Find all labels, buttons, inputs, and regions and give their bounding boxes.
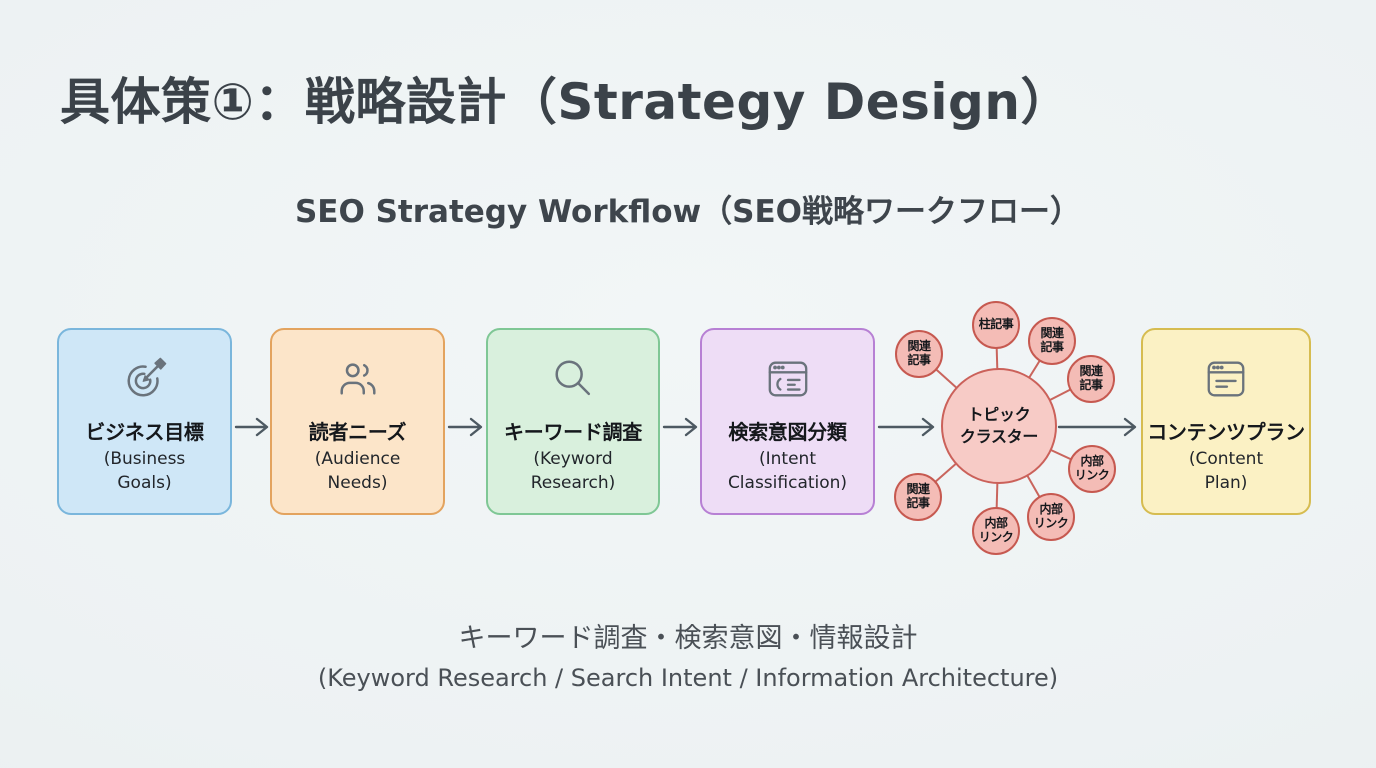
satellite-related-article: 関連 記事 bbox=[895, 330, 943, 378]
satellite-internal-link: 内部 リンク bbox=[1068, 445, 1116, 493]
flow-box-business-goals: ビジネス目標 (Business Goals) bbox=[57, 328, 232, 515]
satellite-internal-link: 内部 リンク bbox=[972, 507, 1020, 555]
flow-box-content-plan: コンテンツプラン (Content Plan) bbox=[1141, 328, 1311, 515]
topic-cluster-circle: トピック クラスター bbox=[941, 368, 1057, 484]
flow-box-audience-needs: 読者ニーズ (Audience Needs) bbox=[270, 328, 445, 515]
box-en-label: (Keyword Research) bbox=[530, 449, 616, 493]
box-en-label: (Audience Needs) bbox=[314, 449, 401, 493]
flow-arrow bbox=[1057, 417, 1137, 437]
target-icon bbox=[122, 356, 168, 402]
flow-arrow bbox=[662, 417, 698, 437]
satellite-related-article: 関連 記事 bbox=[894, 473, 942, 521]
search-icon bbox=[550, 356, 596, 402]
satellite-related-article: 関連 記事 bbox=[1067, 355, 1115, 403]
browser-doc-icon bbox=[1203, 356, 1249, 402]
caption-en: (Keyword Research / Search Intent / Info… bbox=[317, 664, 1059, 692]
caption-jp: キーワード調査・検索意図・情報設計 bbox=[458, 623, 918, 654]
users-icon bbox=[335, 356, 381, 402]
flow-arrows bbox=[234, 417, 1137, 437]
box-jp-label: 読者ニーズ bbox=[308, 420, 407, 444]
flow-arrow bbox=[447, 417, 483, 437]
flow-box-intent-classification: 検索意図分類 (Intent Classification) bbox=[700, 328, 875, 515]
box-jp-label: ビジネス目標 bbox=[85, 420, 204, 444]
satellite-related-article: 関連 記事 bbox=[1028, 317, 1076, 365]
flow-arrow bbox=[234, 417, 269, 437]
satellite-pillar-article: 柱記事 bbox=[972, 301, 1020, 349]
box-jp-label: 検索意図分類 bbox=[728, 420, 847, 444]
flow-arrow bbox=[877, 417, 935, 437]
box-jp-label: キーワード調査 bbox=[504, 420, 642, 444]
workflow-subtitle: SEO Strategy Workflow（SEO戦略ワークフロー） bbox=[294, 194, 1082, 230]
satellite-internal-link: 内部 リンク bbox=[1027, 493, 1075, 541]
browser-list-icon bbox=[765, 356, 811, 402]
box-en-label: (Content Plan) bbox=[1188, 449, 1264, 493]
page-title: 具体策①：戦略設計（Strategy Design） bbox=[60, 73, 1071, 131]
box-en-label: (Business Goals) bbox=[103, 449, 186, 493]
box-en-label: (Intent Classification) bbox=[727, 449, 848, 493]
box-jp-label: コンテンツプラン bbox=[1147, 420, 1305, 444]
footer-caption: キーワード調査・検索意図・情報設計 (Keyword Research / Se… bbox=[0, 616, 1376, 692]
flow-box-keyword-research: キーワード調査 (Keyword Research) bbox=[486, 328, 660, 515]
